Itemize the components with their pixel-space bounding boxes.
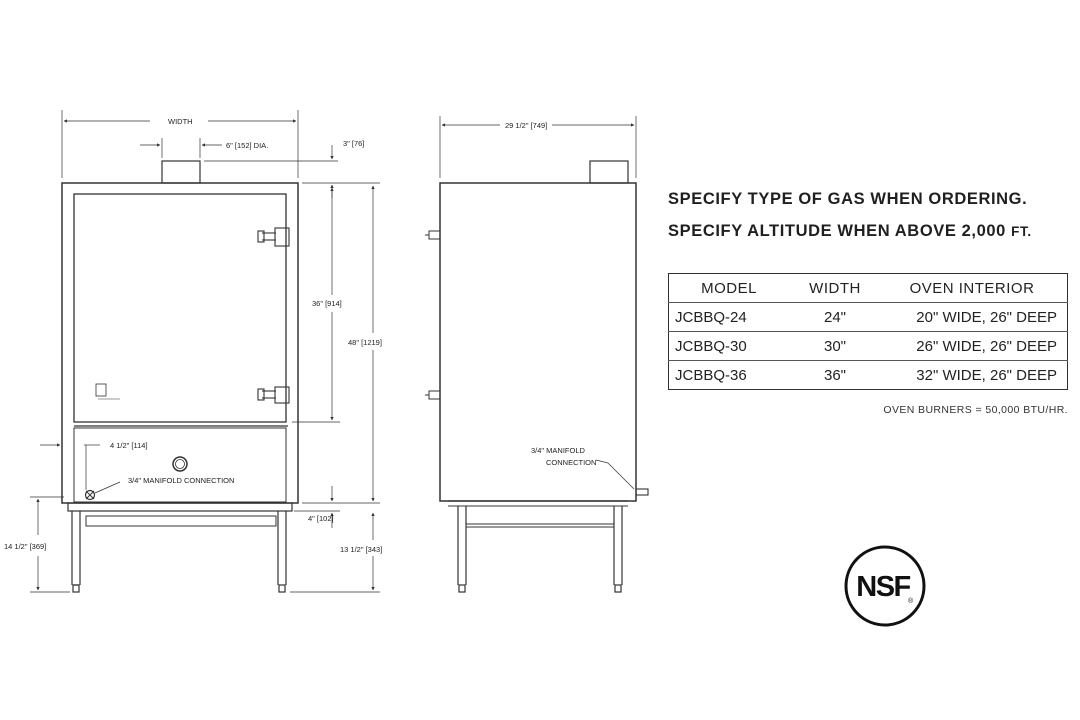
front-lower-panel xyxy=(73,427,287,503)
note-gas-type: SPECIFY TYPE OF GAS WHEN ORDERING. xyxy=(668,190,1068,209)
front-view xyxy=(61,160,299,593)
note-altitude-text: SPECIFY ALTITUDE WHEN ABOVE 2,000 xyxy=(668,222,1006,240)
front-hinge-top xyxy=(257,227,290,247)
note-altitude: SPECIFY ALTITUDE WHEN ABOVE 2,000 FT. xyxy=(668,222,1068,241)
cell-model: JCBBQ-36 xyxy=(675,366,747,384)
front-logo-plate xyxy=(95,383,120,400)
cell-oven-interior: 26" WIDE, 26" DEEP xyxy=(916,337,1057,355)
table-row: JCBBQ-30 30" 26" WIDE, 26" DEEP xyxy=(668,332,1068,361)
base-height-label: 4" [102] xyxy=(308,514,334,523)
header-width: WIDTH xyxy=(809,279,861,297)
leg-height-left-label: 14 1/2" [369] xyxy=(4,542,46,551)
cell-oven-interior: 32" WIDE, 26" DEEP xyxy=(916,366,1057,384)
table-row: JCBBQ-24 24" 20" WIDE, 26" DEEP xyxy=(668,303,1068,332)
front-manifold-label: 3/4" MANIFOLD CONNECTION xyxy=(128,476,234,485)
cell-model: JCBBQ-24 xyxy=(675,308,747,326)
nsf-certification-logo: NSF ® xyxy=(844,545,926,627)
side-dimensions xyxy=(439,116,637,490)
overall-height-label: 48" [1219] xyxy=(348,338,382,347)
note-gas-type-text: SPECIFY TYPE OF GAS WHEN ORDERING. xyxy=(668,190,1028,208)
side-offset-label: 4 1/2" [114] xyxy=(110,441,148,450)
side-manifold-connection xyxy=(635,488,649,496)
door-height-label: 36" [914] xyxy=(312,299,342,308)
side-manifold-label-1: 3/4" MANIFOLD xyxy=(531,446,586,455)
flue-dia-label: 6" [152] DIA. xyxy=(226,141,268,150)
front-manifold-connection xyxy=(84,489,96,501)
spec-table: MODEL WIDTH OVEN INTERIOR JCBBQ-24 24" 2… xyxy=(668,273,1068,390)
front-hinge-bottom xyxy=(257,386,290,404)
width-label: WIDTH xyxy=(168,117,193,126)
header-model: MODEL xyxy=(701,279,757,297)
note-altitude-unit: FT. xyxy=(1011,224,1032,239)
ordering-notes: SPECIFY TYPE OF GAS WHEN ORDERING. SPECI… xyxy=(668,190,1068,254)
side-hinge-top xyxy=(425,230,441,240)
cell-width: 24" xyxy=(823,308,846,326)
side-dimension-labels: 29 1/2" [749] 3/4" MANIFOLD CONNECTION xyxy=(505,121,596,467)
side-legs xyxy=(457,506,623,593)
cell-width: 30" xyxy=(823,337,846,355)
flue-height-label: 3" [76] xyxy=(343,139,364,148)
front-dimension-labels: WIDTH 6" [152] DIA. 3" [76] 36" [914] 48… xyxy=(4,117,382,554)
front-dimensions xyxy=(30,110,380,593)
side-view xyxy=(425,160,649,593)
side-hinge-bottom xyxy=(425,390,441,400)
cell-width: 36" xyxy=(823,366,846,384)
cell-oven-interior: 20" WIDE, 26" DEEP xyxy=(916,308,1057,326)
header-oven-interior: OVEN INTERIOR xyxy=(909,279,1035,297)
table-row: JCBBQ-36 36" 32" WIDE, 26" DEEP xyxy=(669,361,1068,390)
side-manifold-label-2: CONNECTION xyxy=(546,458,596,467)
front-stand-frame xyxy=(67,502,293,512)
nsf-mark: NSF xyxy=(856,571,910,603)
nsf-registered: ® xyxy=(908,597,914,605)
front-door xyxy=(73,193,287,423)
front-legs xyxy=(71,511,287,593)
burner-note: OVEN BURNERS = 50,000 BTU/HR. xyxy=(883,404,1068,416)
depth-label: 29 1/2" [749] xyxy=(505,121,547,130)
front-burner-port xyxy=(172,456,188,472)
leg-height-right-label: 13 1/2" [343] xyxy=(340,545,382,554)
spec-table-header-row: MODEL WIDTH OVEN INTERIOR xyxy=(668,274,1068,303)
side-flue xyxy=(589,160,629,184)
cell-model: JCBBQ-30 xyxy=(675,337,747,355)
front-flue xyxy=(161,160,201,184)
